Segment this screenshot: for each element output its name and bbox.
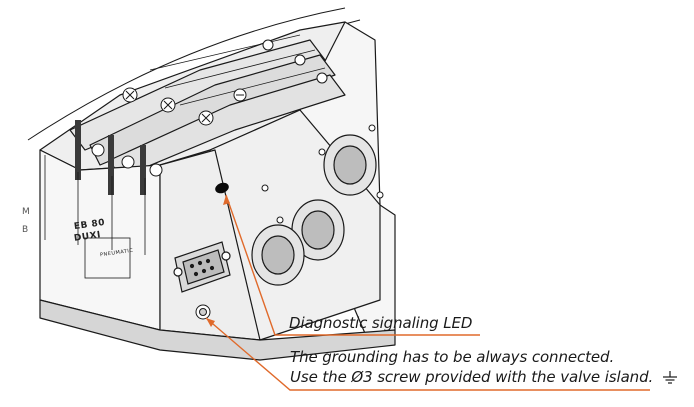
label-plate	[84, 237, 131, 279]
mounting-holes	[261, 124, 384, 224]
dsub-connector	[173, 241, 231, 293]
grounding-screw	[195, 304, 211, 320]
leader-arrowheads	[206, 195, 230, 327]
ground-callout-line2: Use the Ø3 screw provided with the valve…	[290, 368, 654, 386]
side-marking-b: B	[22, 225, 29, 235]
ground-callout-line1: The grounding has to be always connected…	[290, 348, 615, 366]
ground-icon	[663, 371, 677, 384]
side-marking-m: M	[22, 207, 30, 217]
module-grooves	[44, 34, 326, 255]
screw-slots	[125, 90, 244, 123]
led-callout-label: Diagnostic signaling LED	[289, 314, 473, 332]
diagnostic-led	[215, 182, 229, 194]
leader-lines	[205, 194, 650, 391]
pneumatic-ports	[251, 134, 377, 286]
coil-stripes	[75, 120, 146, 195]
